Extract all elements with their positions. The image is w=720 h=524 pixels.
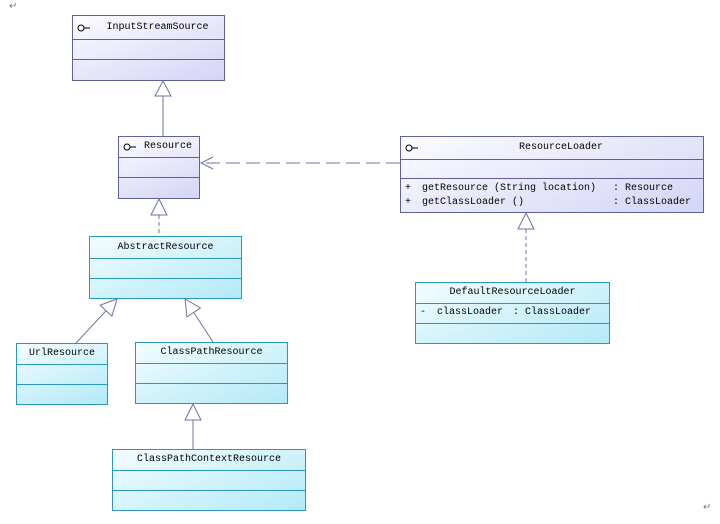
generalization-arrowhead bbox=[99, 298, 118, 318]
operations-compartment bbox=[90, 278, 241, 298]
class-class-path-context-resource: ClassPathContextResource bbox=[112, 449, 306, 511]
operation-list: + getResource (String location) : Resour… bbox=[401, 179, 703, 210]
operation-signature: getResource (String location) bbox=[422, 183, 597, 194]
operations-compartment bbox=[73, 59, 224, 80]
attribute-type: : ClassLoader bbox=[513, 307, 592, 318]
interface-icon bbox=[123, 143, 136, 151]
dependency-arrowhead bbox=[199, 156, 214, 170]
class-name-header: InputStreamSource bbox=[73, 16, 224, 39]
class-default-resource-loader: DefaultResourceLoader - classLoader : Cl… bbox=[415, 282, 610, 344]
operations-compartment bbox=[416, 323, 609, 343]
realization-arrowhead bbox=[150, 197, 168, 216]
operations-compartment bbox=[17, 384, 107, 404]
class-name-header: ResourceLoader bbox=[401, 137, 703, 159]
interface-resource-loader: ResourceLoader + getResource (String loc… bbox=[400, 136, 704, 213]
attribute-list: - classLoader : ClassLoader bbox=[416, 304, 609, 320]
paragraph-mark: ↵ bbox=[9, 1, 18, 12]
connector-line bbox=[75, 310, 107, 344]
interface-icon bbox=[405, 144, 418, 152]
class-name-header: ClassPathContextResource bbox=[113, 450, 305, 470]
realization-default-resource-loader-to-resource-loader bbox=[517, 211, 535, 282]
class-name-header: Resource bbox=[119, 137, 199, 157]
class-name-header: UrlResource bbox=[17, 344, 107, 364]
interface-resource: Resource bbox=[118, 136, 200, 199]
attributes-compartment: - classLoader : ClassLoader bbox=[416, 303, 609, 323]
generalization-arrowhead bbox=[154, 79, 172, 97]
class-name: DefaultResourceLoader bbox=[449, 287, 576, 298]
class-name-header: ClassPathResource bbox=[136, 343, 287, 363]
class-name: UrlResource bbox=[28, 348, 95, 359]
operation-visibility: + bbox=[405, 183, 412, 194]
attribute-visibility: - bbox=[420, 307, 427, 318]
class-name: ResourceLoader bbox=[518, 142, 603, 153]
class-class-path-resource: ClassPathResource bbox=[135, 342, 288, 404]
class-name: AbstractResource bbox=[117, 241, 214, 253]
generalization-class-path-context-resource-to-class-path-resource bbox=[184, 402, 202, 449]
operation-return-type: : Resource bbox=[613, 183, 674, 194]
class-name: ClassPathContextResource bbox=[136, 454, 282, 465]
interface-input-stream-source: InputStreamSource bbox=[72, 15, 225, 81]
attributes-compartment bbox=[73, 39, 224, 59]
attributes-compartment bbox=[17, 364, 107, 384]
class-name-header: AbstractResource bbox=[90, 237, 241, 258]
interface-icon bbox=[77, 24, 90, 31]
class-abstract-resource: AbstractResource bbox=[89, 236, 242, 299]
dependency-resource-loader-to-resource bbox=[199, 156, 400, 170]
paragraph-mark: ↵ bbox=[703, 502, 712, 513]
generalization-resource-to-input-stream-source bbox=[154, 79, 172, 136]
attribute-name: classLoader bbox=[437, 307, 504, 318]
class-name: ClassPathResource bbox=[160, 347, 263, 358]
realization-abstract-resource-to-resource bbox=[150, 197, 168, 236]
connector-line bbox=[193, 312, 214, 343]
generalization-class-path-resource-to-abstract-resource bbox=[184, 298, 214, 343]
operations-compartment bbox=[113, 490, 305, 510]
attributes-compartment bbox=[401, 159, 703, 178]
attributes-compartment bbox=[136, 363, 287, 383]
operation-visibility: + bbox=[405, 197, 412, 208]
generalization-url-resource-to-abstract-resource bbox=[75, 298, 118, 344]
class-name-header: DefaultResourceLoader bbox=[416, 283, 609, 303]
attributes-compartment bbox=[90, 258, 241, 278]
class-name: InputStreamSource bbox=[106, 21, 209, 33]
class-url-resource: UrlResource bbox=[16, 343, 108, 405]
class-name: Resource bbox=[143, 141, 192, 152]
attributes-compartment bbox=[119, 157, 199, 177]
operations-compartment bbox=[136, 383, 287, 403]
realization-arrowhead bbox=[517, 211, 535, 230]
operation-return-type: : ClassLoader bbox=[613, 197, 692, 208]
operations-compartment bbox=[119, 177, 199, 198]
operation-signature: getClassLoader () bbox=[422, 197, 525, 208]
attributes-compartment bbox=[113, 470, 305, 490]
generalization-arrowhead bbox=[184, 402, 202, 421]
operations-compartment: + getResource (String location) : Resour… bbox=[401, 178, 703, 212]
generalization-arrowhead bbox=[184, 298, 202, 318]
